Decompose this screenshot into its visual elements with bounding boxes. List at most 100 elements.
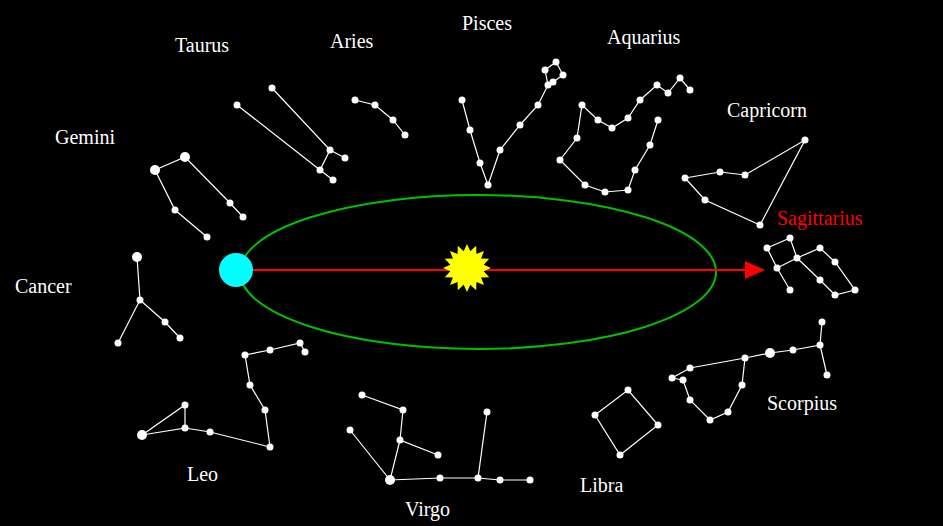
constellation-name: Capricorn [727,99,807,121]
star [269,85,276,92]
star [592,412,599,419]
star [824,372,831,379]
star [654,82,661,89]
star [240,214,247,221]
star [787,235,794,242]
star [459,97,466,104]
constellation-line [767,238,797,268]
star [832,259,839,266]
constellation-line [355,100,405,135]
constellation-line [820,345,827,375]
star [182,402,189,409]
star [625,387,632,394]
star [204,234,211,241]
star [359,392,366,399]
constellation-name: Virgo [405,498,450,520]
constellation-line [488,62,563,185]
star [484,409,491,416]
sun-disc [443,244,491,292]
star [742,172,749,179]
star [115,340,122,347]
constellation-line [350,430,530,480]
star [477,160,484,167]
constellation-name: Aries [330,30,373,52]
star [687,397,694,404]
star [764,245,771,252]
star [535,102,542,109]
star [517,122,524,129]
constellation-line [672,322,822,380]
constellation-line [560,78,690,160]
star [655,422,662,429]
star [602,189,609,196]
star [207,429,214,436]
star [725,409,732,416]
star [790,347,797,354]
star [702,197,709,204]
star [180,152,190,162]
star [527,477,534,484]
star [677,75,684,82]
star [625,115,632,122]
star [665,90,672,97]
star [262,407,269,414]
constellation-line [595,390,658,455]
star [687,87,694,94]
constellation-line [140,300,180,338]
constellation-name: Libra [580,474,623,496]
star [647,142,654,149]
constellation-line [185,343,305,447]
star [852,287,859,294]
star [247,382,254,389]
constellation-name: Cancer [15,275,72,297]
constellation-line [462,100,488,185]
star [302,349,309,356]
star [757,222,764,229]
star [132,252,142,262]
star [267,347,274,354]
constellation-line [478,412,487,478]
constellation-name: Leo [187,463,218,485]
star [560,72,567,79]
star [437,475,444,482]
star [632,167,639,174]
constellation-name: Taurus [175,34,229,56]
star [687,365,694,372]
star [390,117,397,124]
constellation-line [683,358,745,420]
constellation-line [142,405,185,435]
star [162,319,169,326]
constellation-line [272,88,345,158]
star [787,287,794,294]
star [497,147,504,154]
star [817,245,824,252]
earth-orbit [240,195,716,349]
star [579,102,586,109]
sun [443,244,491,292]
star [717,169,724,176]
constellation-name: Pisces [462,12,512,34]
constellation-name: Aquarius [607,26,680,48]
arrow-head [745,261,765,279]
constellation-name: Sagittarius [777,207,863,229]
star [574,135,581,142]
star [739,382,746,389]
star [137,430,147,440]
star [655,117,662,124]
star [227,200,234,207]
constellation-line [320,150,330,170]
constellation-line [777,268,790,290]
star [802,137,809,144]
star [707,417,714,424]
star [267,444,274,451]
star [542,67,549,74]
star [172,207,179,214]
star [347,427,354,434]
sight-line [252,269,748,271]
star [765,348,775,358]
earth [219,253,253,287]
star [682,175,689,182]
star [595,117,602,124]
